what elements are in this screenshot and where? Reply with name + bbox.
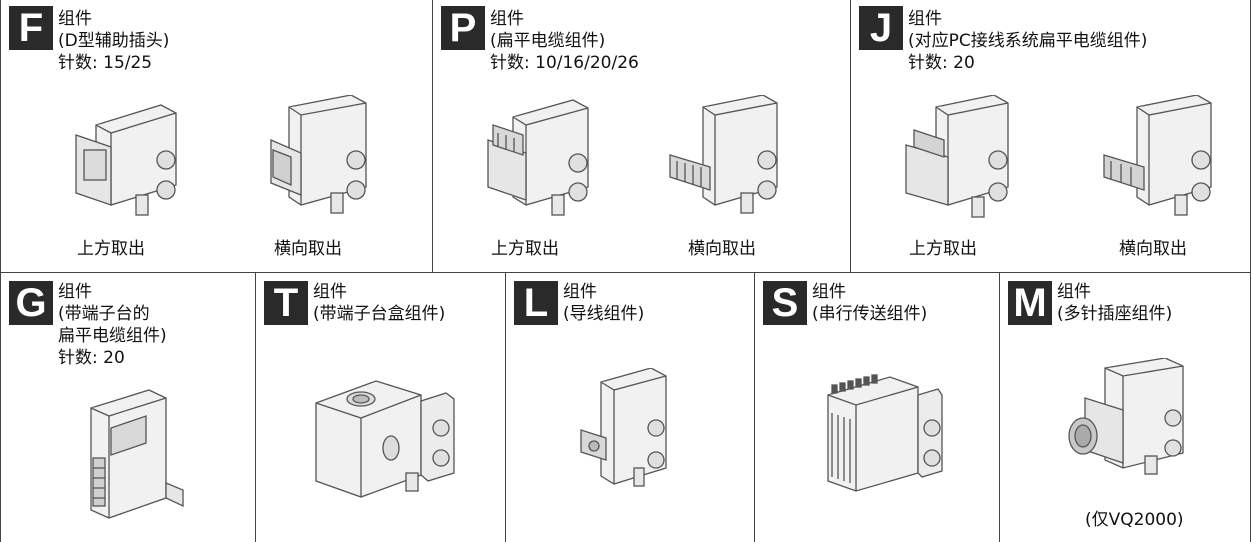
panel-title: 组件 [563, 282, 597, 302]
panel-letter-badge: J [859, 6, 903, 50]
caption-side-exit: 横向取出 [688, 239, 756, 259]
panel-letter-badge: F [9, 6, 53, 50]
d-sub-side-exit-icon [270, 95, 367, 214]
caption-top-exit: 上方取出 [491, 239, 559, 259]
terminal-box-icon [315, 380, 455, 498]
panel-f: F 组件 (D型辅助插头) 针数: 15/25 [0, 0, 433, 273]
pc-wiring-top-exit-icon [905, 95, 1009, 218]
panel-title: 组件 [1057, 282, 1091, 302]
lead-wire-icon [580, 368, 667, 487]
caption-top-exit: 上方取出 [909, 239, 977, 259]
panel-j: J 组件 (对应PC接线系统扁平电缆组件) 针数: 20 [851, 0, 1251, 273]
panel-title: 组件 [812, 282, 846, 302]
panel-title: 组件 [58, 282, 92, 302]
flat-cable-top-exit-icon [487, 99, 589, 216]
panel-subtitle: (对应PC接线系统扁平电缆组件) [908, 31, 1148, 51]
flat-cable-side-exit-icon [669, 95, 778, 214]
panel-l: L 组件 (导线组件) [506, 273, 755, 542]
panel-letter-badge: T [264, 281, 308, 325]
pin-count: 针数: 10/16/20/26 [490, 53, 639, 73]
panel-subtitle: (多针插座组件) [1057, 304, 1173, 324]
panel-subtitle: (带端子台盒组件) [313, 304, 446, 324]
caption-top-exit: 上方取出 [77, 239, 145, 259]
pin-count: 针数: 20 [908, 53, 975, 73]
terminal-flat-cable-icon [90, 389, 184, 519]
panel-subtitle: (带端子台的 [58, 304, 150, 324]
panel-letter-badge: G [9, 281, 53, 325]
panel-subtitle-2: 扁平电缆组件) [58, 326, 167, 346]
panel-subtitle: (扁平电缆组件) [490, 31, 606, 51]
panel-p: P 组件 (扁平电缆组件) 针数: 10/16/20/26 [433, 0, 851, 273]
model-note: (仅VQ2000) [1085, 510, 1184, 530]
panel-letter-badge: M [1008, 281, 1052, 325]
pin-count: 针数: 20 [58, 348, 125, 368]
caption-side-exit: 横向取出 [1119, 239, 1187, 259]
panel-subtitle: (串行传送组件) [812, 304, 928, 324]
panel-title: 组件 [908, 9, 942, 29]
panel-title: 组件 [313, 282, 347, 302]
panel-subtitle: (导线组件) [563, 304, 645, 324]
panel-letter-badge: L [514, 281, 558, 325]
serial-transmission-icon [827, 374, 943, 492]
pc-wiring-side-exit-icon [1103, 95, 1212, 216]
panel-s: S 组件 (串行传送组件) [755, 273, 1000, 542]
multi-pin-connector-icon [1068, 358, 1184, 475]
caption-side-exit: 横向取出 [274, 239, 342, 259]
panel-subtitle: (D型辅助插头) [58, 31, 170, 51]
panel-title: 组件 [490, 9, 524, 29]
panel-letter-badge: S [763, 281, 807, 325]
panel-title: 组件 [58, 9, 92, 29]
panel-letter-badge: P [441, 6, 485, 50]
pin-count: 针数: 15/25 [58, 53, 153, 73]
panel-g: G 组件 (带端子台的 扁平电缆组件) 针数: 20 [0, 273, 256, 542]
d-sub-top-exit-icon [75, 104, 177, 216]
panel-t: T 组件 (带端子台盒组件) [256, 273, 506, 542]
panel-m: M 组件 (多针插座组件) (仅VQ2000) [1000, 273, 1251, 542]
